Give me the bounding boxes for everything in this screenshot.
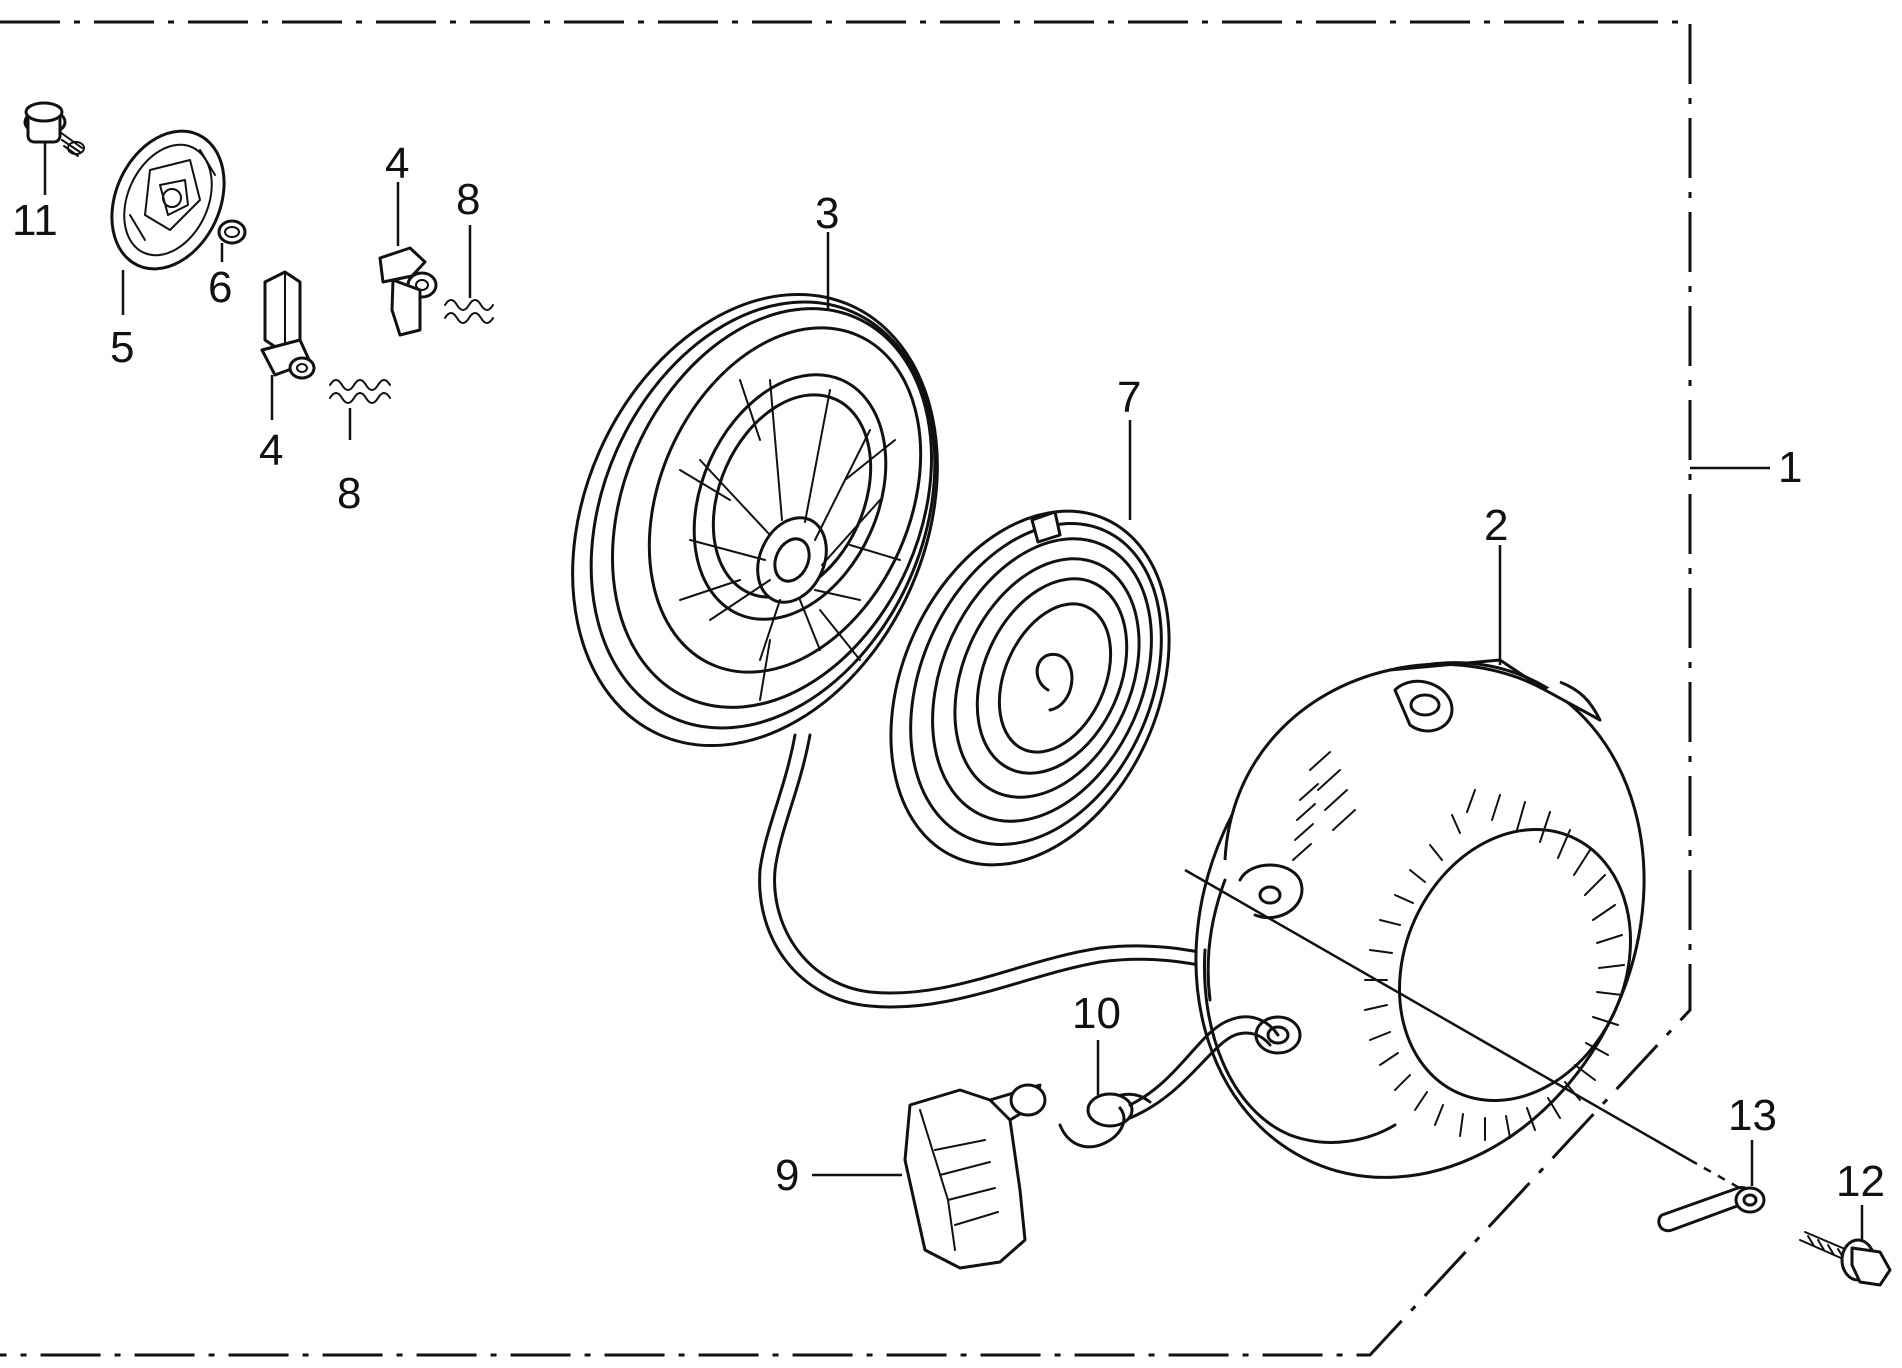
callout-12: 12 [1836,1157,1885,1206]
starter-case-2-drawing [1116,545,1724,1250]
callout-8-upper: 8 [456,175,480,224]
callout-4-upper: 4 [385,139,409,188]
callout-4-lower: 4 [259,426,283,475]
starter-rope-drawing [760,735,1215,1007]
callout-8-lower: 8 [337,469,361,518]
pawl-4-upper-drawing [380,182,436,335]
callout-3: 3 [815,189,839,238]
washer-6-drawing [219,221,245,262]
callout-11: 11 [12,196,58,245]
rope-knot-10-drawing [1060,1017,1278,1147]
callout-6: 6 [208,263,232,312]
bolt-11-drawing [25,103,84,195]
callout-5: 5 [110,323,134,372]
callout-13: 13 [1728,1091,1777,1140]
pawl-4-lower-drawing [262,272,314,420]
bolt-12-drawing [1800,1205,1890,1285]
recoil-spring-7-drawing [838,420,1222,909]
clip-13-drawing [1659,1140,1764,1231]
spring-8-upper-drawing [445,225,493,323]
spring-8-lower-drawing [330,380,390,440]
callout-7: 7 [1117,373,1141,422]
callout-10: 10 [1072,989,1121,1038]
callout-9: 9 [775,1151,799,1200]
case-to-washer-leader [1184,868,1753,1197]
callout-1: 1 [1778,443,1802,492]
reel-3-drawing [504,232,1006,804]
callout-2: 2 [1484,501,1508,550]
ratchet-plate-5-drawing [90,113,245,315]
assembly-frame [0,20,1692,1357]
callout-labels: 1 2 3 4 4 5 6 7 8 8 9 10 11 12 13 [12,139,1885,1206]
starter-grip-9-drawing [812,1085,1045,1268]
